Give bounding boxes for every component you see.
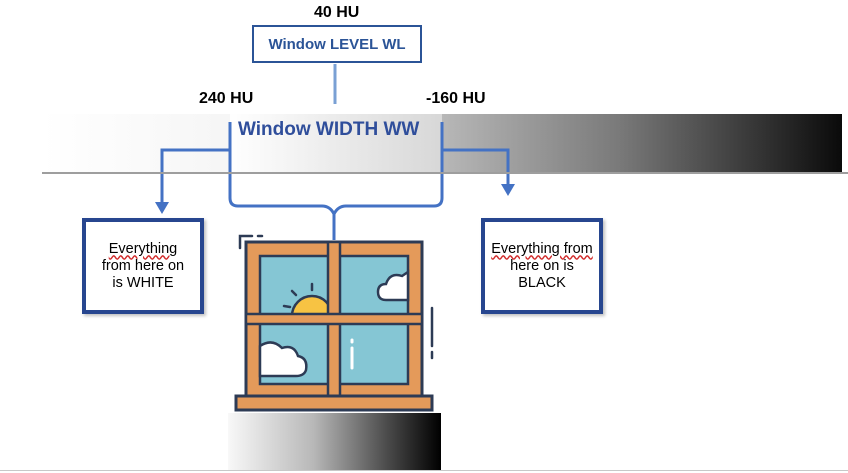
white-box-line-1: Everything [108,240,178,257]
horizontal-divider [42,172,848,174]
white-box-line-3: is WHITE [112,274,174,291]
grayscale-bar-bottom [228,413,441,470]
black-box-line-1: Everything from [491,240,593,257]
window-level-value: 40 HU [314,4,360,21]
right-arrow [442,148,510,186]
left-arrow-head [155,202,169,214]
window-width-left-value: 240 HU [199,90,254,107]
window-icon [234,234,434,412]
right-arrow-head [501,184,515,196]
white-box-line-2: from here on [101,257,185,274]
cloud-icon [258,341,308,378]
window-width-title: Window WIDTH WW [238,119,420,140]
black-box-line-2: here on is [510,257,574,274]
bottom-divider [0,470,848,471]
window-width-highlight [230,114,442,172]
left-arrow [160,148,230,204]
window-level-box: Window LEVEL WL [252,25,422,63]
window-width-right-value: -160 HU [426,90,486,107]
white-region-box: Everything from here on is WHITE [82,218,204,314]
black-box-line-3: BLACK [518,274,566,291]
cloud-icon [376,269,410,302]
black-region-box: Everything from here on is BLACK [481,218,603,314]
